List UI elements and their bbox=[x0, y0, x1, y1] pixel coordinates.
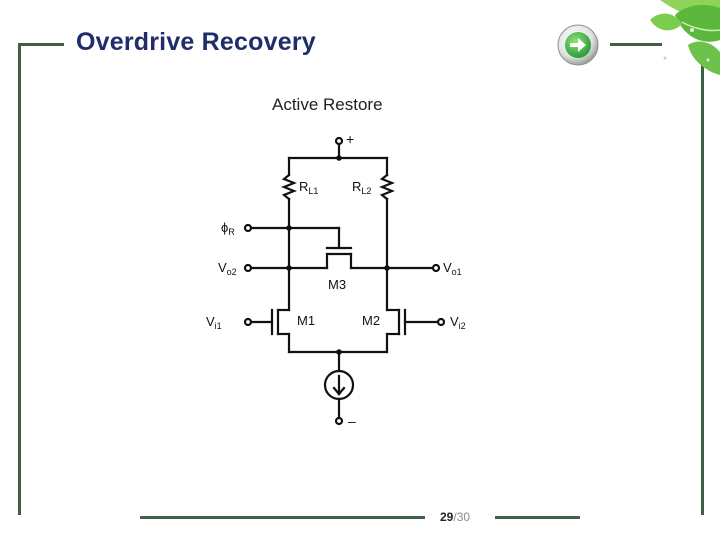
m2-label: M2 bbox=[362, 314, 380, 327]
green-leaves-decoration bbox=[650, 0, 720, 75]
minus-text: – bbox=[348, 413, 356, 429]
rl1-label: RL1 bbox=[299, 180, 318, 196]
vss-minus-label: – bbox=[348, 414, 356, 428]
vi1-sub: i1 bbox=[214, 321, 222, 331]
frame-bottom-right bbox=[495, 516, 580, 519]
frame-top-left bbox=[18, 43, 64, 46]
vi1-main: V bbox=[206, 314, 215, 329]
slide-title: Overdrive Recovery bbox=[76, 28, 316, 56]
plus-text: + bbox=[346, 131, 355, 147]
rl2-label: RL2 bbox=[352, 180, 371, 196]
phi-r-label: ϕR bbox=[221, 221, 235, 237]
phi-sub: R bbox=[228, 227, 235, 237]
vdd-plus-label: + bbox=[346, 132, 354, 146]
vo1-sub: o1 bbox=[451, 267, 462, 277]
vi2-sub: i2 bbox=[458, 321, 466, 331]
frame-bottom-left bbox=[140, 516, 425, 519]
vi2-label: Vi2 bbox=[450, 315, 466, 331]
page-current: 29 bbox=[440, 510, 454, 524]
vo2-main: V bbox=[218, 260, 227, 275]
frame-left bbox=[18, 43, 21, 515]
m1-label: M1 bbox=[297, 314, 315, 327]
m3-text: M3 bbox=[328, 277, 347, 292]
vo2-sub: o2 bbox=[226, 267, 237, 277]
frame-right bbox=[701, 60, 704, 515]
m2-text: M2 bbox=[362, 313, 381, 328]
m3-label: M3 bbox=[328, 278, 346, 291]
vo2-label: Vo2 bbox=[218, 261, 237, 277]
m1-text: M1 bbox=[297, 313, 316, 328]
diagram-title: Active Restore bbox=[272, 95, 383, 114]
next-slide-button[interactable] bbox=[557, 24, 599, 66]
vi2-main: V bbox=[450, 314, 459, 329]
vo1-main: V bbox=[443, 260, 452, 275]
arrow-right-icon bbox=[557, 24, 599, 66]
rl2-main: R bbox=[352, 179, 362, 194]
vo1-label: Vo1 bbox=[443, 261, 462, 277]
phi-main: ϕ bbox=[221, 220, 229, 235]
rl2-sub: L2 bbox=[361, 186, 372, 196]
rl1-main: R bbox=[299, 179, 309, 194]
vi1-label: Vi1 bbox=[206, 315, 222, 331]
page-total: /30 bbox=[453, 510, 471, 524]
rl1-sub: L1 bbox=[308, 186, 319, 196]
page-number: 29/30 bbox=[440, 510, 470, 524]
frame-top-right bbox=[610, 43, 662, 46]
